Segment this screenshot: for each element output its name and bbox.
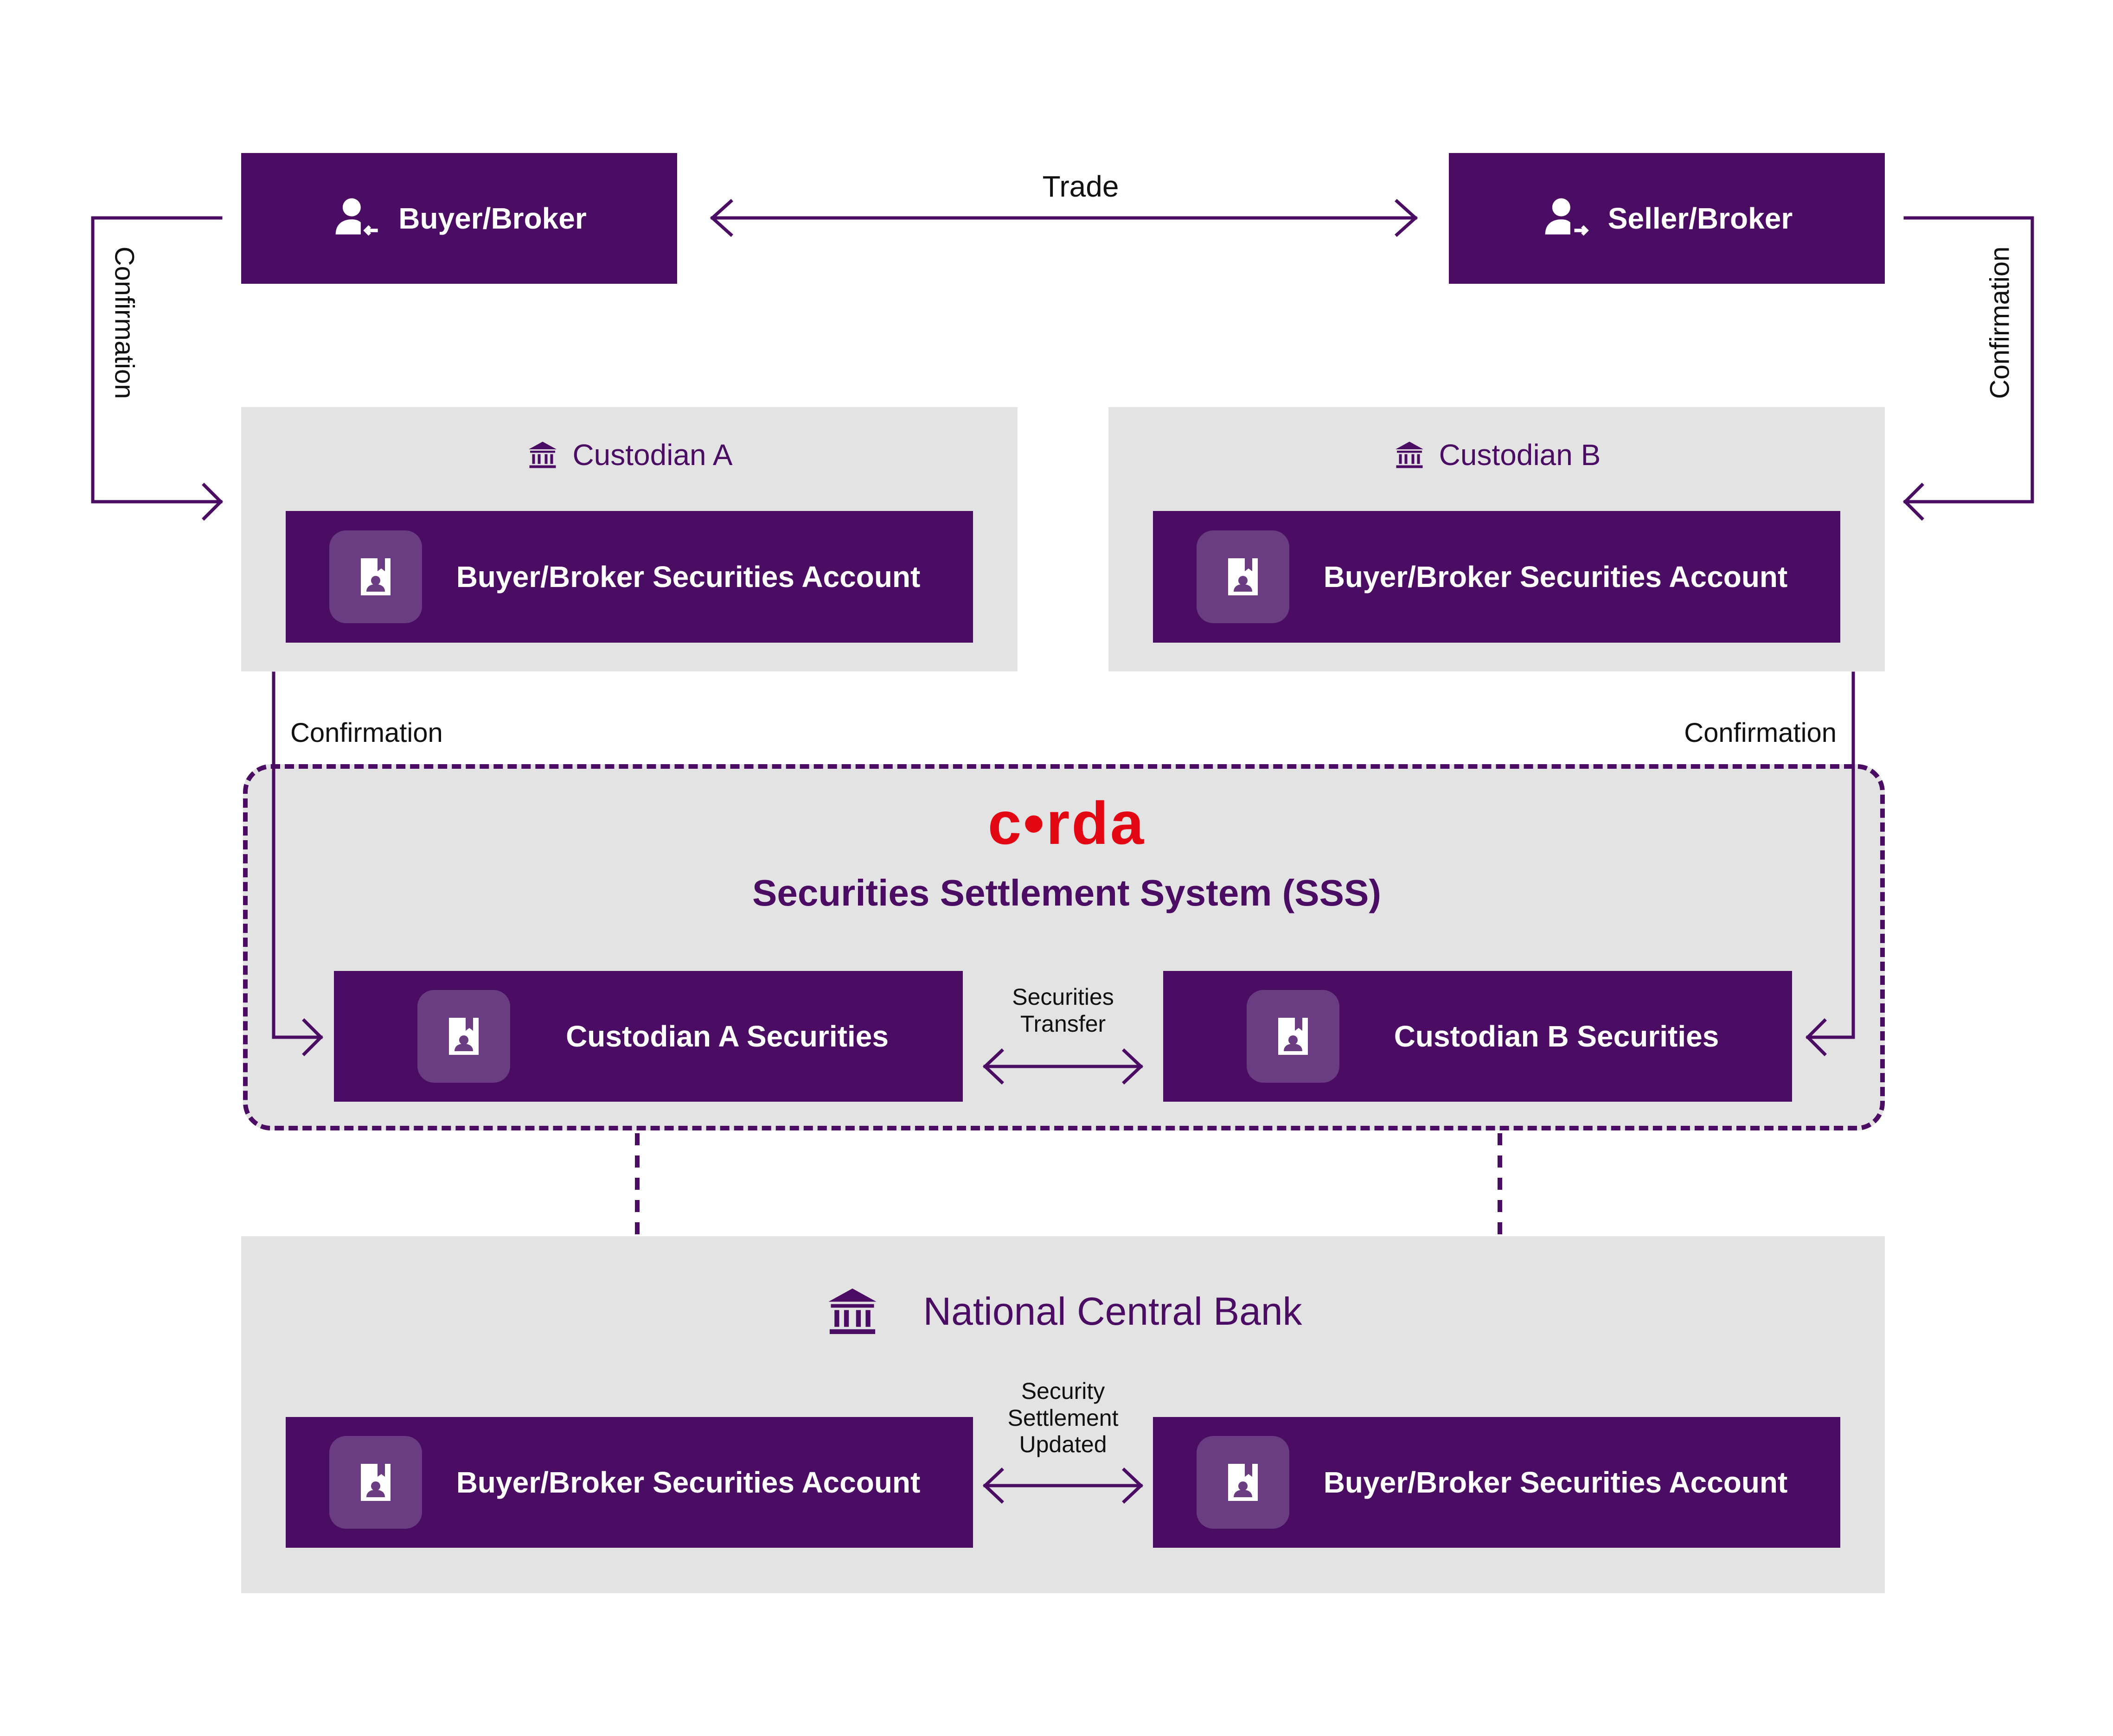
custodian-a-title: Custodian A bbox=[572, 438, 733, 472]
corda-logo: c•rda bbox=[987, 789, 1146, 857]
ncb-left-account-label: Buyer/Broker Securities Account bbox=[456, 1466, 921, 1499]
custodian-a-account: Buyer/Broker Securities Account bbox=[286, 511, 973, 643]
central-bank-title: National Central Bank bbox=[923, 1289, 1302, 1333]
account-book-icon bbox=[1278, 1018, 1308, 1055]
custodian-a-panel: Custodian A Buyer/Broker Securities Acco… bbox=[241, 407, 1018, 671]
account-tile bbox=[417, 990, 510, 1083]
account-tile bbox=[329, 1436, 422, 1529]
custodian-a-securities-box: Custodian A Securities bbox=[334, 971, 963, 1102]
bank-icon bbox=[1395, 441, 1423, 468]
seller-broker-box: Seller/Broker bbox=[1449, 153, 1885, 284]
custodian-b-confirmation-label: Confirmation bbox=[1684, 718, 1837, 748]
custodian-b-account-label: Buyer/Broker Securities Account bbox=[1323, 560, 1788, 594]
securities-transfer-label-line2: Transfer bbox=[1020, 1010, 1106, 1037]
custodian-b-account: Buyer/Broker Securities Account bbox=[1153, 511, 1840, 643]
ncb-right-account: Buyer/Broker Securities Account bbox=[1153, 1417, 1840, 1548]
user-outgoing-icon bbox=[1545, 198, 1589, 236]
custodian-a-securities-label: Custodian A Securities bbox=[566, 1020, 889, 1053]
account-book-icon bbox=[1228, 558, 1258, 595]
central-bank-heading: National Central Bank bbox=[241, 1283, 1885, 1340]
trade-arrow bbox=[710, 199, 1418, 237]
custodian-a-heading: Custodian A bbox=[241, 438, 1018, 472]
user-incoming-icon bbox=[335, 198, 378, 236]
national-central-bank-panel: National Central Bank Buyer/Broker Secur… bbox=[241, 1236, 1885, 1593]
account-book-icon bbox=[361, 1464, 391, 1501]
securities-transfer-label-line1: Securities bbox=[1012, 984, 1114, 1010]
custodian-b-panel: Custodian B Buyer/Broker Securities Acco… bbox=[1108, 407, 1885, 671]
sss-title: Securities Settlement System (SSS) bbox=[752, 872, 1382, 913]
account-book-icon bbox=[1228, 1464, 1258, 1501]
account-book-icon bbox=[449, 1018, 479, 1055]
custodian-a-account-label: Buyer/Broker Securities Account bbox=[456, 560, 921, 594]
custodian-b-heading: Custodian B bbox=[1108, 438, 1885, 472]
securities-transfer-label: Securities Transfer bbox=[970, 984, 1156, 1037]
custodian-b-title: Custodian B bbox=[1439, 438, 1601, 472]
custodian-b-securities-box: Custodian B Securities bbox=[1163, 971, 1792, 1102]
trade-label: Trade bbox=[1042, 170, 1119, 203]
settlement-updated-label: Security Settlement Updated bbox=[970, 1378, 1156, 1458]
buyer-broker-box: Buyer/Broker bbox=[241, 153, 677, 284]
account-book-icon bbox=[361, 558, 391, 595]
custodian-a-confirmation-label: Confirmation bbox=[290, 718, 443, 748]
buyer-broker-label: Buyer/Broker bbox=[398, 202, 587, 235]
account-tile bbox=[329, 530, 422, 623]
left-confirmation-arrow bbox=[91, 216, 223, 521]
account-tile bbox=[1247, 990, 1339, 1083]
ncb-right-account-label: Buyer/Broker Securities Account bbox=[1323, 1466, 1788, 1499]
ncb-left-account: Buyer/Broker Securities Account bbox=[286, 1417, 973, 1548]
custodian-b-securities-label: Custodian B Securities bbox=[1394, 1020, 1719, 1053]
account-tile bbox=[1197, 530, 1289, 623]
account-tile bbox=[1197, 1436, 1289, 1529]
bank-icon bbox=[529, 441, 557, 468]
seller-broker-label: Seller/Broker bbox=[1607, 202, 1793, 235]
settlement-updated-label-line1: Security bbox=[1021, 1378, 1105, 1404]
settlement-updated-label-line3: Updated bbox=[1019, 1431, 1107, 1457]
settlement-updated-label-line2: Settlement bbox=[1007, 1404, 1119, 1431]
bank-icon bbox=[828, 1288, 877, 1334]
right-confirmation-arrow bbox=[1903, 216, 2034, 521]
